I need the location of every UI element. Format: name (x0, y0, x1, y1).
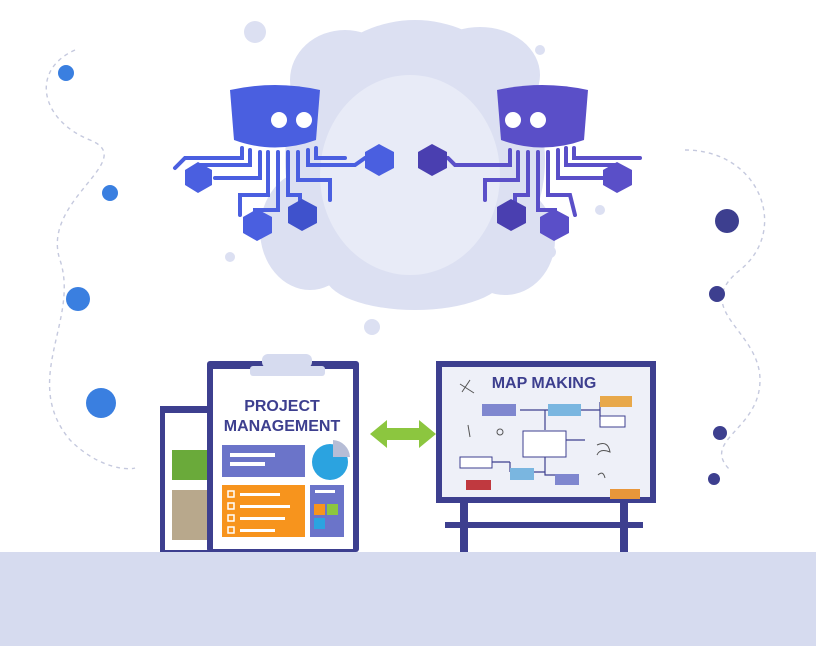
dot (713, 426, 727, 440)
cube-icon (288, 199, 317, 231)
dot (102, 185, 118, 201)
dot (66, 287, 90, 311)
dot (58, 65, 74, 81)
dot (86, 388, 116, 418)
double-arrow-icon (370, 420, 436, 448)
whiteboard-title: MAP MAKING (492, 375, 597, 392)
cube-icon (365, 144, 394, 176)
bubble (244, 21, 266, 43)
cube-icon (540, 209, 569, 241)
clipboard-icon: PROJECT MANAGEMENT (207, 354, 359, 552)
dot (715, 209, 739, 233)
whiteboard-icon: MAP MAKING (436, 361, 656, 552)
cube-icon (497, 199, 526, 231)
pie-chart-icon (312, 440, 350, 480)
cube-icon (603, 162, 632, 193)
clipboard-title-line2: MANAGEMENT (224, 418, 341, 435)
cube-icon (243, 209, 272, 241)
bubble (595, 205, 605, 215)
bubble (225, 252, 235, 262)
bubble (544, 246, 556, 258)
cloud-highlight (320, 75, 500, 275)
cube-icon (418, 144, 447, 176)
dashed-curve-right (684, 149, 766, 471)
dashed-curve-left (45, 49, 136, 470)
robot-icon-right (418, 85, 642, 241)
clipboard-title-line1: PROJECT (244, 398, 320, 415)
bubble (364, 319, 380, 335)
dot (708, 473, 720, 485)
dot (709, 286, 725, 302)
checkbox-icon (227, 490, 235, 534)
ground (0, 552, 816, 646)
bubble (535, 45, 545, 55)
robot-icon-left (173, 85, 394, 241)
cube-icon (185, 162, 212, 193)
